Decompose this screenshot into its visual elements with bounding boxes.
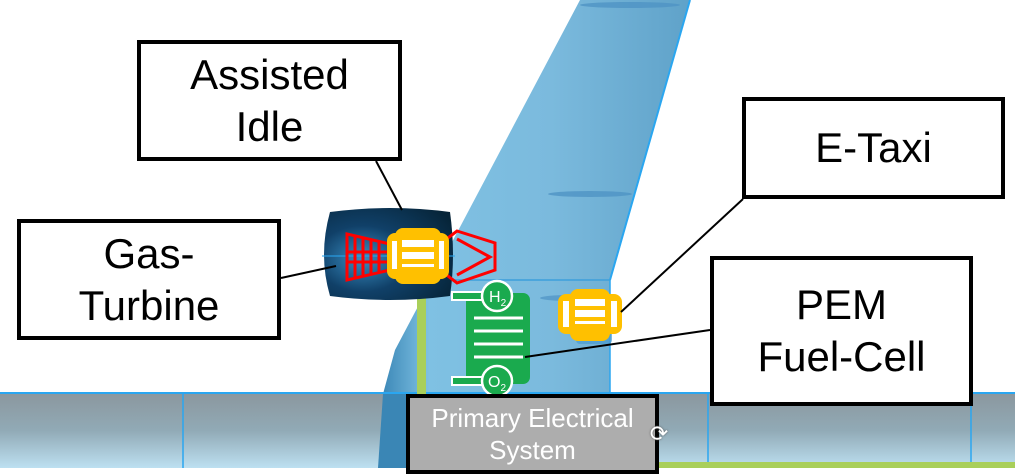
callout-assisted-idle: Assisted Idle: [137, 40, 402, 161]
etaxi-motor-icon: [558, 289, 622, 341]
rotate-handle-icon[interactable]: ⟳: [649, 422, 669, 447]
assisted-idle-motor-icon: [387, 228, 449, 284]
pes-line1: Primary Electrical: [431, 403, 634, 433]
callout-pem-line2: Fuel-Cell: [757, 333, 926, 380]
callout-gas-turbine-line2: Turbine: [78, 281, 220, 329]
primary-electrical-system-box[interactable]: Primary Electrical System: [406, 394, 659, 474]
callout-assisted-idle-line2: Idle: [235, 102, 304, 150]
pem-fuel-cell-icon: [451, 279, 530, 398]
callout-gas-turbine: Gas- Turbine: [17, 219, 281, 340]
h2-port-label: H2: [489, 289, 507, 309]
callout-etaxi-line1: E-Taxi: [815, 124, 932, 171]
callout-pem-fuel-cell: PEM Fuel-Cell: [710, 256, 973, 406]
leader-assisted-idle: [375, 160, 403, 211]
tail-fin: [383, 0, 691, 394]
callout-gas-turbine-line1: Gas-: [103, 229, 195, 277]
leader-gas-turbine: [280, 265, 337, 279]
leader-lines: [280, 160, 744, 358]
leader-etaxi: [620, 198, 744, 313]
pes-line2: System: [489, 435, 576, 465]
callout-assisted-idle-line1: Assisted: [190, 50, 349, 98]
o2-port-label: O2: [488, 374, 506, 394]
leader-pem: [524, 329, 711, 358]
callout-etaxi: E-Taxi: [742, 97, 1005, 199]
power-line: [417, 270, 1015, 468]
callout-pem-line1: PEM: [795, 281, 887, 328]
